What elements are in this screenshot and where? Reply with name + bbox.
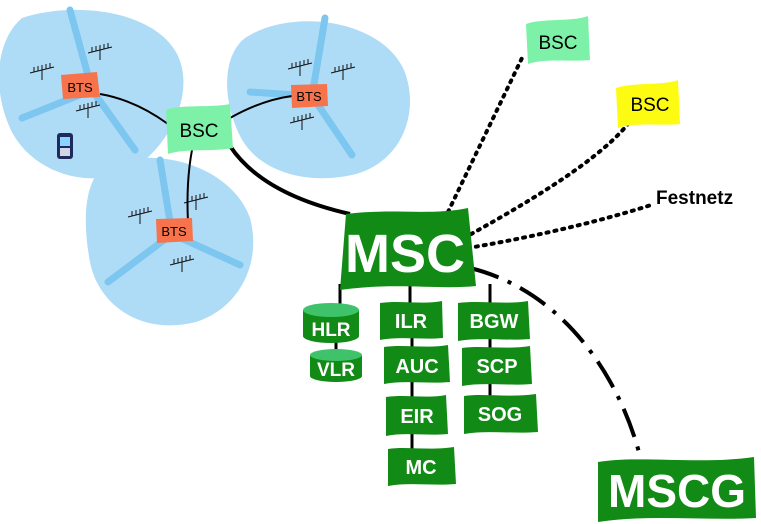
msc-remote-links <box>446 56 656 250</box>
link-msc-festnetz <box>466 202 656 250</box>
hlr-label: HLR <box>311 320 350 341</box>
sog-box: SOG <box>464 394 538 434</box>
vlr-label: VLR <box>317 360 355 381</box>
mc-label: MC <box>405 457 436 479</box>
link-msc-bsc-yellow <box>462 122 630 240</box>
bsc-remote-yellow: BSC <box>616 80 680 128</box>
bsc-main-label: BSC <box>179 121 218 142</box>
link-bts2-bsc <box>229 95 293 119</box>
mscg-label: MSCG <box>608 465 746 517</box>
mobile-phone-icon <box>57 133 73 159</box>
link-bts3-bsc <box>186 149 193 223</box>
mscg-gateway: MSCG <box>598 457 756 522</box>
link-bts1-bsc <box>99 93 169 125</box>
bts-1: BTS <box>61 72 100 99</box>
mc-box: MC <box>388 447 456 486</box>
msc-label: MSC <box>345 224 465 284</box>
eir-box: EIR <box>386 395 448 436</box>
bts-3-label: BTS <box>161 224 187 239</box>
link-bsc-msc <box>228 144 351 216</box>
bts-2-label: BTS <box>296 89 322 104</box>
bsc-remote-yellow-label: BSC <box>630 95 669 116</box>
bsc-remote-green-label: BSC <box>538 33 577 54</box>
link-msc-mscg <box>469 266 642 457</box>
scp-label: SCP <box>476 356 517 378</box>
ilr-box: ILR <box>380 301 443 340</box>
ilr-label: ILR <box>395 311 428 333</box>
bgw-label: BGW <box>470 311 519 333</box>
vlr-database: VLR <box>310 349 362 382</box>
auc-box: AUC <box>384 345 450 384</box>
bts-1-label: BTS <box>67 80 93 95</box>
eir-label: EIR <box>400 406 434 428</box>
auc-label: AUC <box>395 356 438 378</box>
bsc-main: BSC <box>166 104 233 154</box>
bsc-remote-green: BSC <box>526 16 590 64</box>
festnetz-label: Festnetz <box>656 188 733 209</box>
link-msc-bsc-green <box>446 56 524 214</box>
bts-2: BTS <box>291 84 328 108</box>
hlr-database: HLR <box>303 303 359 343</box>
bts-3: BTS <box>156 218 193 243</box>
bgw-box: BGW <box>458 301 530 341</box>
scp-box: SCP <box>462 346 532 386</box>
bts-bsc-links <box>99 93 293 223</box>
msc-switch: MSC <box>340 208 476 290</box>
sog-label: SOG <box>478 404 522 426</box>
